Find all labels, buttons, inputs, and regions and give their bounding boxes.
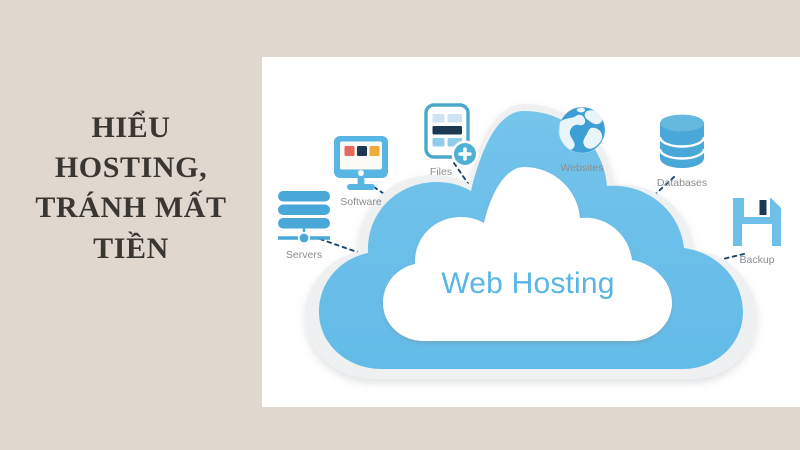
node-label-files: Files bbox=[430, 166, 452, 178]
floppy-disk-icon bbox=[733, 198, 781, 246]
node-websites[interactable]: Websites bbox=[558, 106, 606, 174]
node-label-databases: Databases bbox=[657, 177, 707, 189]
page-title: HIỂU HOSTING, TRÁNH MẤT TIỀN bbox=[35, 111, 227, 265]
inner-cloud bbox=[383, 167, 672, 341]
illustration-panel: Web Hosting Servers bbox=[262, 57, 800, 407]
node-databases[interactable]: Databases bbox=[657, 114, 707, 189]
connector-databases bbox=[583, 176, 675, 261]
node-label-servers: Servers bbox=[286, 249, 322, 261]
node-files[interactable]: Files bbox=[424, 103, 479, 178]
node-label-backup: Backup bbox=[739, 254, 774, 266]
plus-badge bbox=[451, 140, 479, 168]
node-software[interactable]: Software bbox=[334, 136, 388, 208]
globe-icon bbox=[558, 106, 606, 154]
node-label-websites: Websites bbox=[561, 162, 604, 174]
cloud-center-label: Web Hosting bbox=[441, 267, 614, 300]
database-cylinder-icon bbox=[658, 114, 706, 168]
web-hosting-diagram: Web Hosting Servers bbox=[278, 103, 781, 379]
inner-cloud-shape bbox=[383, 167, 672, 341]
node-servers[interactable]: Servers bbox=[278, 191, 330, 261]
monitor-icon bbox=[334, 136, 388, 190]
node-label-software: Software bbox=[340, 196, 382, 208]
servers-stack-icon bbox=[278, 191, 330, 244]
document-plus-icon bbox=[424, 103, 479, 168]
node-backup[interactable]: Backup bbox=[733, 198, 781, 266]
